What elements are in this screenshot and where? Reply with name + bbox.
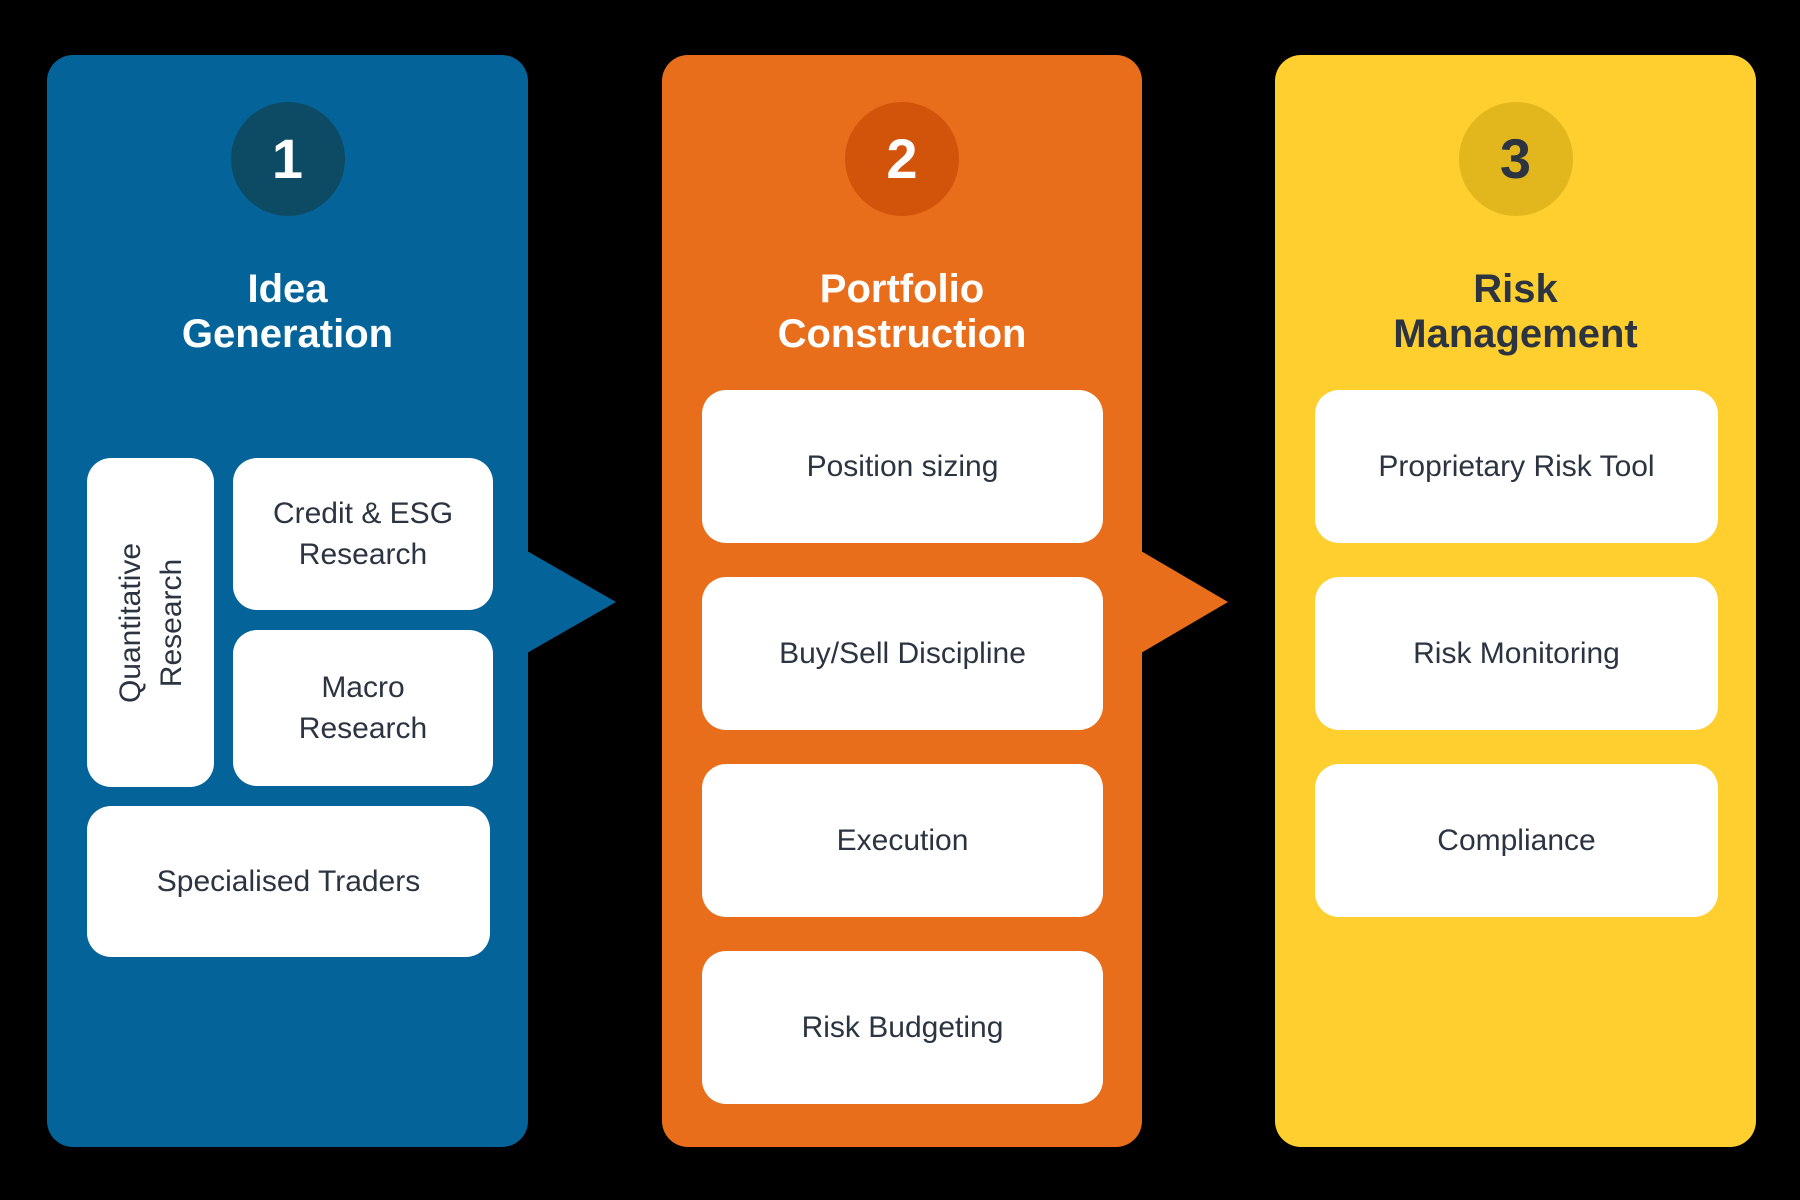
- box-position-sizing: Position sizing: [702, 390, 1103, 543]
- column-title-risk-management: Risk Management: [1393, 267, 1638, 356]
- box-risk-budgeting: Risk Budgeting: [702, 951, 1103, 1104]
- step-1-badge: 1: [230, 102, 345, 216]
- box-specialised-traders: Specialised Traders: [87, 806, 490, 957]
- step-2-number: 2: [886, 127, 918, 190]
- column-portfolio-construction: 2 Portfolio Construction Position sizing…: [662, 55, 1142, 1147]
- box-macro-research: Macro Research: [233, 630, 493, 786]
- box-compliance: Compliance: [1315, 764, 1718, 917]
- column-title-idea-generation: Idea Generation: [181, 267, 394, 356]
- step-3-badge: 3: [1458, 102, 1573, 216]
- arrow-portfolio-to-risk: [1141, 551, 1228, 653]
- box-buy-sell-discipline: Buy/Sell Discipline: [702, 577, 1103, 730]
- box-credit-esg-research: Credit & ESG Research: [233, 458, 493, 610]
- box-proprietary-risk-tool: Proprietary Risk Tool: [1315, 390, 1718, 543]
- step-3-number: 3: [1499, 127, 1532, 190]
- box-risk-monitoring: Risk Monitoring: [1315, 577, 1718, 730]
- arrow-idea-to-portfolio: [527, 551, 616, 653]
- step-1-number: 1: [271, 127, 304, 190]
- box-quantitative-research: Quantitative Research: [87, 458, 214, 787]
- column-idea-generation: 1 Idea Generation Quantitative Research …: [47, 55, 528, 1147]
- box-quantitative-research-label: Quantitative Research: [113, 542, 188, 703]
- column-risk-management: 3 Risk Management Proprietary Risk Tool …: [1275, 55, 1756, 1147]
- step-2-badge: 2: [845, 102, 959, 216]
- box-execution: Execution: [702, 764, 1103, 917]
- column-title-portfolio-construction: Portfolio Construction: [777, 267, 1027, 356]
